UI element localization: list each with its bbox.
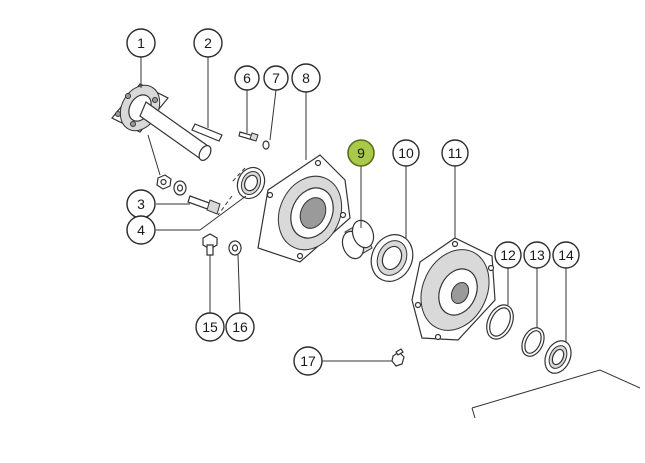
- part-hub-housing-8: [257, 154, 351, 263]
- callout-label: 13: [529, 247, 545, 263]
- part-washer-7: [262, 140, 270, 150]
- callout-2: 2: [193, 28, 223, 58]
- callout-13: 13: [523, 241, 551, 269]
- callout-9: 9: [347, 139, 375, 167]
- callout-17: 17: [293, 346, 323, 376]
- leader-lines: [140, 57, 567, 362]
- callout-7: 7: [263, 65, 289, 91]
- callout-8: 8: [291, 63, 321, 93]
- part-grease-nipple-17: [391, 348, 405, 367]
- callout-10: 10: [392, 139, 420, 167]
- callout-label: 2: [204, 35, 212, 51]
- callout-label: 17: [300, 353, 316, 369]
- part-seal-ring-4: [236, 166, 266, 200]
- part-bearing-9: [341, 219, 375, 260]
- callout-label: 15: [202, 319, 218, 335]
- callout-3: 3: [126, 189, 156, 219]
- callout-label: 8: [302, 70, 310, 86]
- callout-label: 10: [398, 145, 414, 161]
- part-shaft-flange: [111, 83, 223, 161]
- callout-label: 1: [137, 35, 145, 51]
- callout-4: 4: [126, 215, 156, 245]
- callout-label: 4: [137, 222, 145, 238]
- callout-6: 6: [234, 65, 260, 91]
- callout-15: 15: [195, 312, 225, 342]
- part-cover-11: [411, 237, 496, 341]
- part-lock-nut-14: [544, 340, 572, 374]
- callout-label: 7: [272, 70, 280, 86]
- callout-14: 14: [552, 241, 580, 269]
- part-seal-10: [370, 234, 414, 282]
- callout-label: 16: [232, 319, 248, 335]
- callout-16: 16: [225, 312, 255, 342]
- part-ring-12: [486, 304, 514, 340]
- part-washer-16: [228, 240, 242, 256]
- part-bolt-15: [202, 233, 218, 256]
- callout-label: 11: [448, 145, 463, 161]
- part-bolt-6: [238, 131, 259, 142]
- callout-label: 6: [243, 70, 251, 86]
- part-ring-13: [521, 327, 545, 357]
- part-bolt-3: [187, 195, 221, 215]
- assembly-guide-lines: [217, 167, 641, 419]
- callout-11: 11: [441, 139, 469, 167]
- callout-label: 9: [357, 145, 365, 161]
- callout-label: 14: [558, 247, 574, 263]
- callout-label: 12: [500, 247, 516, 263]
- callout-label: 3: [137, 196, 145, 212]
- callout-1: 1: [126, 28, 156, 58]
- callout-12: 12: [494, 241, 522, 269]
- part-nut-and-washer: [156, 174, 187, 196]
